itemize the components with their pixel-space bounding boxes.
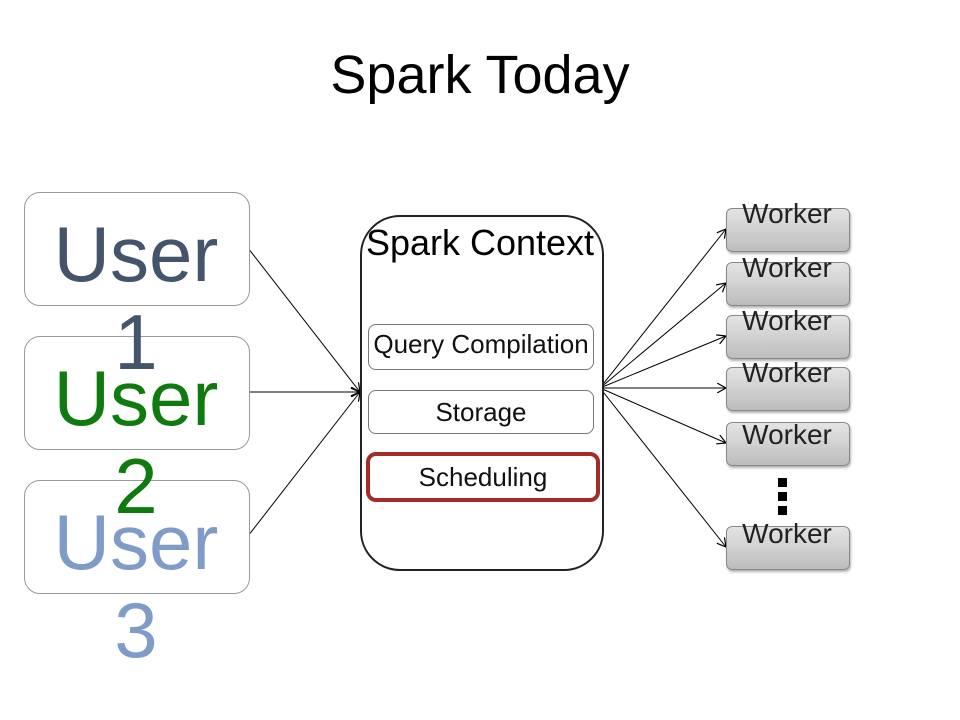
worker-box-5 bbox=[726, 422, 850, 466]
worker5-arrow bbox=[599, 387, 726, 443]
worker2-arrow bbox=[599, 283, 726, 389]
user3-box bbox=[24, 480, 250, 594]
worker3-arrow bbox=[599, 336, 726, 389]
ellipsis-dots bbox=[778, 478, 788, 520]
worker-box-1 bbox=[726, 208, 850, 252]
scheduling-box: Scheduling bbox=[366, 452, 600, 502]
worker-box-2 bbox=[726, 262, 850, 306]
worker-box-6 bbox=[726, 526, 850, 570]
worker-box-3 bbox=[726, 315, 850, 359]
query-compilation-box: Query Compilation bbox=[368, 324, 594, 370]
spark-context-title: Spark Context bbox=[365, 222, 595, 263]
storage-box: Storage bbox=[368, 390, 594, 434]
user3-label: User 3 bbox=[53, 498, 219, 674]
user3-arrow bbox=[247, 392, 360, 537]
user2-label: User 2 bbox=[53, 354, 219, 530]
worker-label-4: Worker bbox=[742, 357, 832, 388]
worker-label-1: Worker bbox=[742, 198, 832, 229]
worker6-arrow bbox=[599, 387, 726, 547]
worker-label-5: Worker bbox=[742, 419, 832, 450]
worker1-arrow bbox=[599, 229, 726, 389]
user2-box bbox=[24, 336, 250, 450]
slide-title: Spark Today bbox=[330, 45, 630, 105]
worker-label-3: Worker bbox=[742, 305, 832, 336]
user1-label: User 1 bbox=[53, 210, 219, 386]
worker-box-4 bbox=[726, 367, 850, 411]
user1-box bbox=[24, 192, 250, 306]
worker-label-2: Worker bbox=[742, 252, 832, 283]
user1-arrow bbox=[247, 247, 360, 392]
worker-label-6: Worker bbox=[742, 518, 832, 549]
